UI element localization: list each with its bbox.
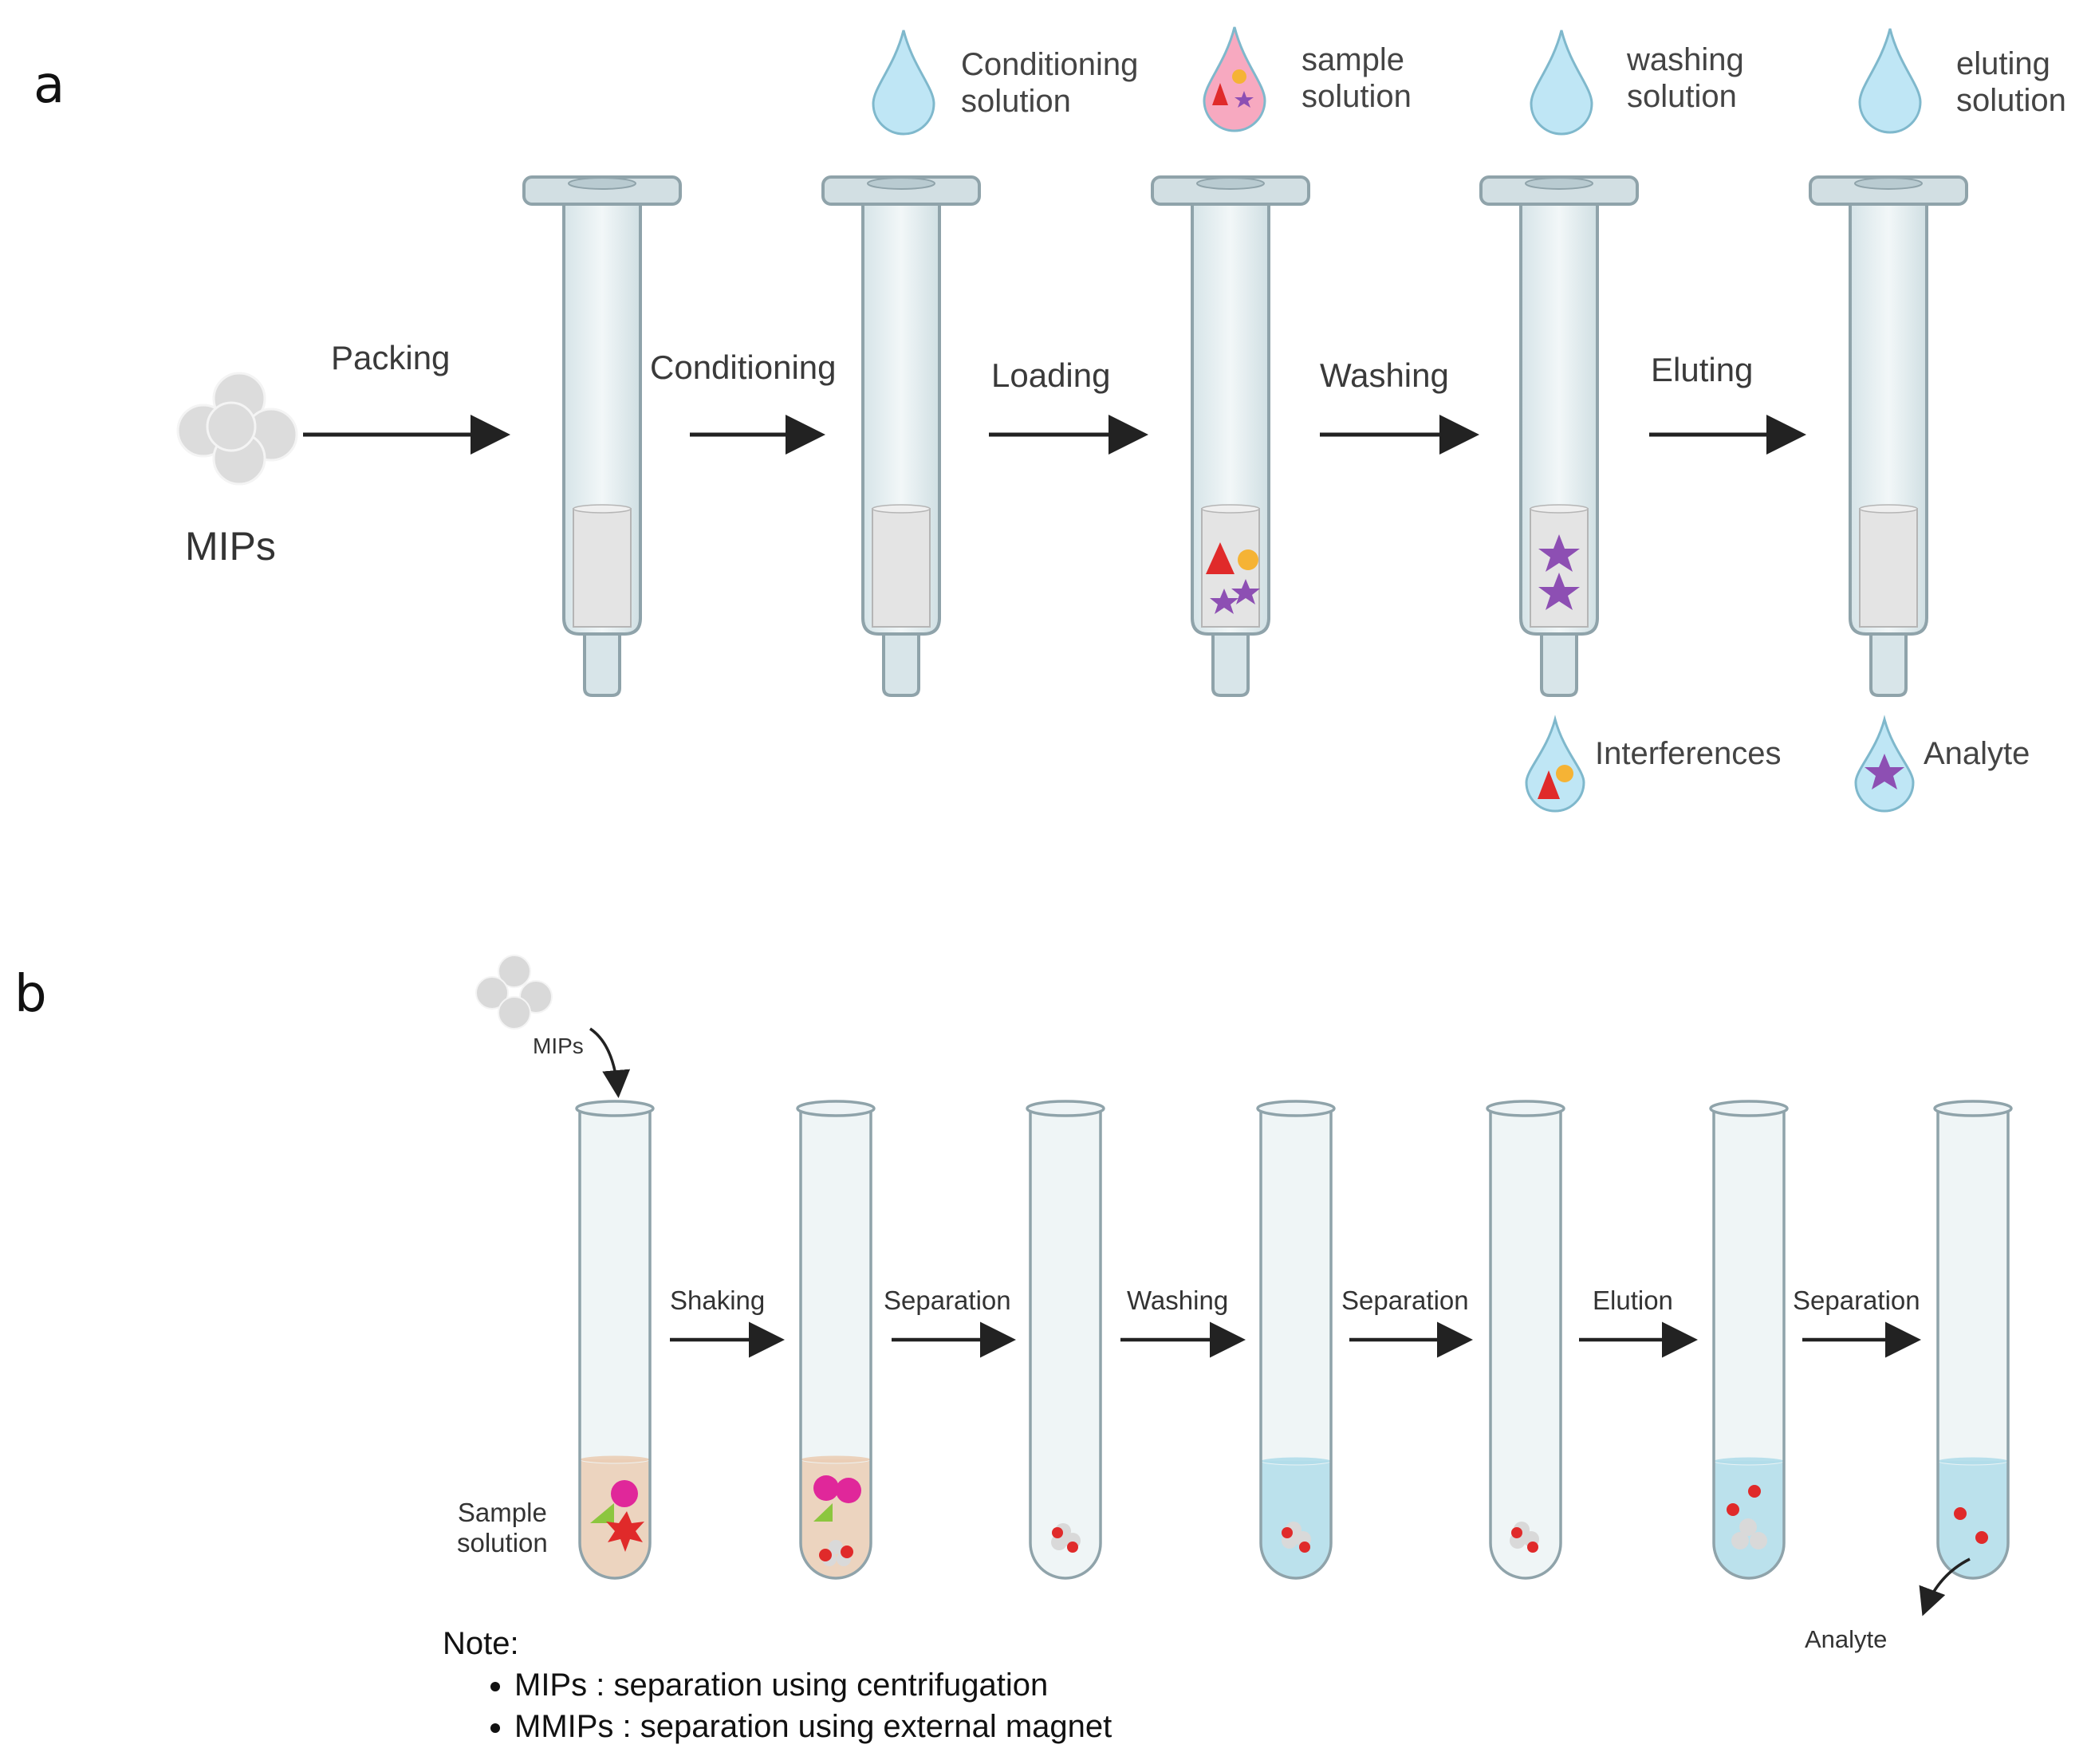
test-tube bbox=[1933, 1100, 2013, 1580]
mips-cluster-b bbox=[475, 955, 553, 1030]
spe-cartridge bbox=[821, 175, 981, 697]
step-label-separation-1: Separation bbox=[884, 1286, 1011, 1315]
interferences-label: Interferences bbox=[1595, 736, 1782, 771]
tube7-contents bbox=[1954, 1507, 1988, 1544]
test-tube bbox=[1709, 1100, 1789, 1580]
note-list: MIPs : separation using centrifugation M… bbox=[443, 1664, 1112, 1747]
mips-cluster-a bbox=[176, 372, 298, 486]
sample-solution-label-b: Sample solution bbox=[457, 1498, 548, 1557]
test-tube bbox=[1256, 1100, 1336, 1580]
test-tube bbox=[1026, 1100, 1105, 1580]
step-label-eluting: Eluting bbox=[1651, 351, 1754, 388]
tube2-contents bbox=[813, 1475, 861, 1566]
note-block: Note: MIPs : separation using centrifuga… bbox=[443, 1623, 1112, 1747]
step-label-conditioning: Conditioning bbox=[650, 348, 837, 386]
mips-label-b: MIPs bbox=[533, 1034, 584, 1058]
washing-contents bbox=[1538, 534, 1580, 610]
solution-drop-icon bbox=[1858, 28, 1922, 134]
solution-drop-icon bbox=[872, 30, 935, 136]
spe-cartridge bbox=[1809, 175, 1968, 697]
conditioning-solution-label: Conditioning solution bbox=[961, 47, 1139, 119]
step-label-packing: Packing bbox=[331, 339, 451, 376]
washing-solution-label: washing solution bbox=[1627, 42, 1744, 114]
tube4-pellet bbox=[1282, 1522, 1311, 1553]
test-tube bbox=[575, 1100, 655, 1580]
analyte-label-a: Analyte bbox=[1924, 736, 2030, 771]
note-title: Note: bbox=[443, 1626, 519, 1661]
step-label-shaking: Shaking bbox=[670, 1286, 766, 1315]
mips-label-a: MIPs bbox=[185, 524, 276, 569]
tube1-contents bbox=[590, 1480, 644, 1552]
panel-b-letter: b bbox=[14, 965, 47, 1024]
test-tube bbox=[1486, 1100, 1565, 1580]
solution-drop-icon bbox=[1203, 26, 1266, 132]
analyte-label-b: Analyte bbox=[1805, 1625, 1888, 1653]
tube5-pellet bbox=[1510, 1522, 1539, 1553]
note-item: MIPs : separation using centrifugation bbox=[514, 1664, 1112, 1706]
tube3-pellet bbox=[1051, 1523, 1081, 1553]
sample-solution-label: sample solution bbox=[1301, 42, 1412, 114]
analyte-drop-icon bbox=[1854, 715, 1915, 813]
loading-contents bbox=[1206, 542, 1260, 614]
interferences-drop-icon bbox=[1525, 715, 1585, 813]
panel-a-letter: a bbox=[33, 56, 65, 115]
solution-drop-icon bbox=[1530, 30, 1593, 136]
spe-cartridge bbox=[522, 175, 682, 697]
step-label-separation-3: Separation bbox=[1793, 1286, 1920, 1315]
spe-cartridge bbox=[1479, 175, 1639, 697]
star bbox=[1210, 589, 1238, 614]
eluting-solution-label: eluting solution bbox=[1956, 46, 2066, 118]
spe-cartridge bbox=[1151, 175, 1310, 697]
step-label-washing-b: Washing bbox=[1127, 1286, 1229, 1315]
step-label-elution: Elution bbox=[1593, 1286, 1673, 1315]
step-label-loading: Loading bbox=[991, 356, 1111, 394]
analyte-arrow-b bbox=[1919, 1557, 1971, 1616]
step-label-separation-2: Separation bbox=[1341, 1286, 1469, 1315]
note-item: MMIPs : separation using external magnet bbox=[514, 1706, 1112, 1747]
star bbox=[1231, 579, 1260, 604]
mips-arrow-b bbox=[589, 1027, 631, 1098]
step-label-washing: Washing bbox=[1320, 356, 1449, 394]
test-tube bbox=[796, 1100, 876, 1580]
tube6-contents bbox=[1727, 1485, 1767, 1549]
